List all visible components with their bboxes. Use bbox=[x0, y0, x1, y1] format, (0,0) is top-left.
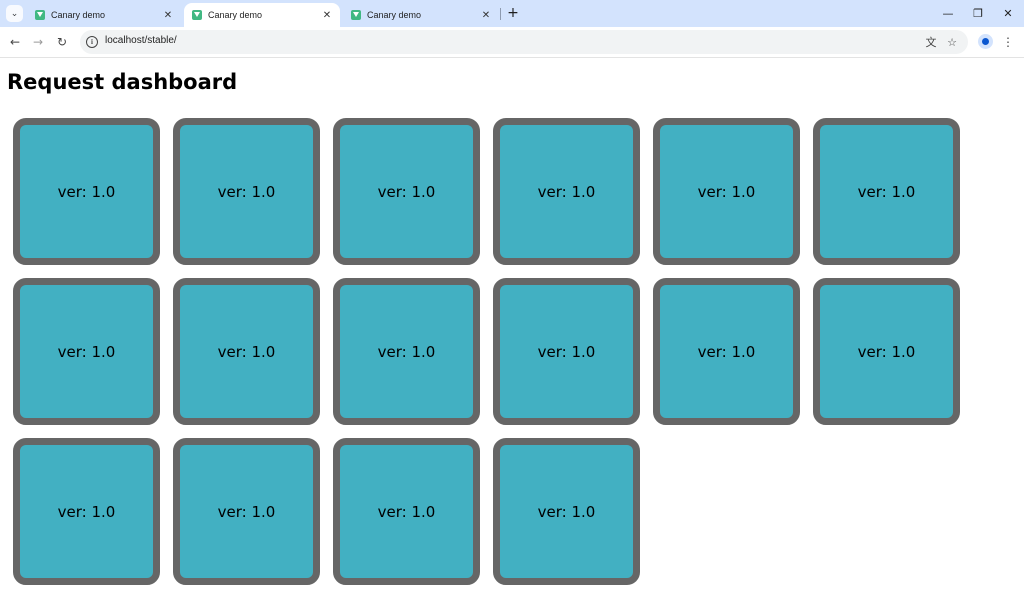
request-card: ver: 1.0 bbox=[333, 118, 480, 265]
tab-canary-demo-3[interactable]: Canary demo ✕ bbox=[343, 3, 499, 27]
version-label: ver: 1.0 bbox=[57, 182, 116, 201]
close-tab-icon[interactable]: ✕ bbox=[481, 9, 491, 21]
close-window-icon[interactable]: ✕ bbox=[1003, 6, 1013, 20]
version-label: ver: 1.0 bbox=[217, 502, 276, 521]
request-card: ver: 1.0 bbox=[493, 118, 640, 265]
version-label: ver: 1.0 bbox=[217, 182, 276, 201]
version-label: ver: 1.0 bbox=[697, 342, 756, 361]
version-label: ver: 1.0 bbox=[537, 342, 596, 361]
request-card: ver: 1.0 bbox=[13, 278, 160, 425]
tab-strip: ⌄ Canary demo ✕ Canary demo ✕ Canary dem… bbox=[0, 0, 1024, 27]
version-label: ver: 1.0 bbox=[377, 342, 436, 361]
request-card: ver: 1.0 bbox=[493, 438, 640, 585]
request-card: ver: 1.0 bbox=[813, 278, 960, 425]
kebab-menu-icon[interactable]: ⋮ bbox=[1002, 35, 1014, 49]
forward-arrow-icon[interactable]: → bbox=[32, 35, 44, 49]
restore-icon[interactable]: ❐ bbox=[973, 6, 983, 20]
bookmark-star-icon[interactable]: ☆ bbox=[947, 35, 957, 49]
request-card: ver: 1.0 bbox=[13, 118, 160, 265]
tab-title: Canary demo bbox=[208, 10, 263, 20]
address-bar[interactable]: i localhost/stable/ 文 ☆ bbox=[80, 30, 968, 54]
tab-search-icon[interactable]: ⌄ bbox=[6, 5, 23, 22]
request-card: ver: 1.0 bbox=[173, 278, 320, 425]
new-tab-icon[interactable]: + bbox=[507, 5, 519, 21]
site-info-icon[interactable]: i bbox=[86, 36, 98, 48]
version-label: ver: 1.0 bbox=[377, 502, 436, 521]
reload-icon[interactable]: ↻ bbox=[56, 35, 68, 49]
version-label: ver: 1.0 bbox=[57, 502, 116, 521]
version-label: ver: 1.0 bbox=[217, 342, 276, 361]
page-content: Request dashboard ver: 1.0 ver: 1.0 ver:… bbox=[0, 58, 1024, 605]
minimize-icon[interactable]: — bbox=[942, 6, 954, 20]
version-label: ver: 1.0 bbox=[697, 182, 756, 201]
tab-separator bbox=[500, 8, 501, 20]
tab-canary-demo-1[interactable]: Canary demo ✕ bbox=[27, 3, 181, 27]
request-card: ver: 1.0 bbox=[173, 438, 320, 585]
tab-canary-demo-2[interactable]: Canary demo ✕ bbox=[184, 3, 340, 27]
vue-favicon-icon bbox=[351, 10, 361, 20]
request-card: ver: 1.0 bbox=[493, 278, 640, 425]
request-card: ver: 1.0 bbox=[653, 278, 800, 425]
page-title: Request dashboard bbox=[7, 70, 238, 94]
version-label: ver: 1.0 bbox=[537, 502, 596, 521]
tab-title: Canary demo bbox=[367, 10, 422, 20]
request-card-grid: ver: 1.0 ver: 1.0 ver: 1.0 ver: 1.0 ver:… bbox=[13, 118, 963, 585]
close-tab-icon[interactable]: ✕ bbox=[163, 9, 173, 21]
request-card: ver: 1.0 bbox=[333, 438, 480, 585]
request-card: ver: 1.0 bbox=[333, 278, 480, 425]
profile-avatar-icon[interactable] bbox=[978, 34, 993, 49]
vue-favicon-icon bbox=[192, 10, 202, 20]
browser-toolbar: ← → ↻ i localhost/stable/ 文 ☆ ⋮ bbox=[0, 27, 1024, 58]
request-card: ver: 1.0 bbox=[813, 118, 960, 265]
vue-favicon-icon bbox=[35, 10, 45, 20]
translate-icon[interactable]: 文 bbox=[925, 36, 937, 49]
back-arrow-icon[interactable]: ← bbox=[9, 35, 21, 49]
version-label: ver: 1.0 bbox=[857, 342, 916, 361]
url-text: localhost/stable/ bbox=[105, 35, 177, 46]
tab-title: Canary demo bbox=[51, 10, 106, 20]
request-card: ver: 1.0 bbox=[173, 118, 320, 265]
version-label: ver: 1.0 bbox=[537, 182, 596, 201]
request-card: ver: 1.0 bbox=[13, 438, 160, 585]
request-card: ver: 1.0 bbox=[653, 118, 800, 265]
version-label: ver: 1.0 bbox=[377, 182, 436, 201]
version-label: ver: 1.0 bbox=[57, 342, 116, 361]
version-label: ver: 1.0 bbox=[857, 182, 916, 201]
close-tab-icon[interactable]: ✕ bbox=[322, 9, 332, 21]
browser-chrome: ⌄ Canary demo ✕ Canary demo ✕ Canary dem… bbox=[0, 0, 1024, 58]
